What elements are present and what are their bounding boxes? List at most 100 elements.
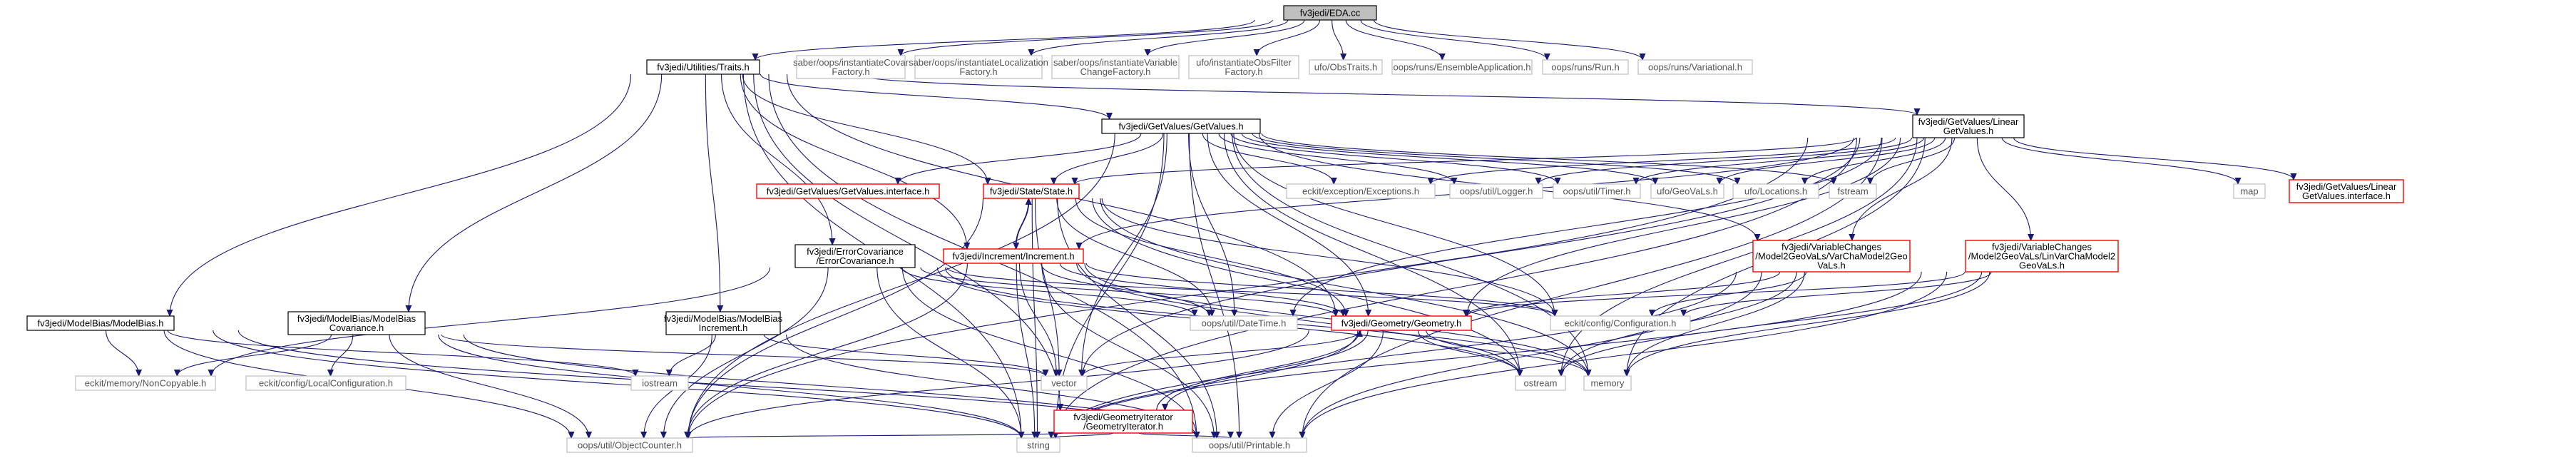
- node-printable[interactable]: oops/util/Printable.h: [1192, 437, 1307, 453]
- node-state[interactable]: fv3jedi/State/State.h: [983, 183, 1080, 199]
- node-label: GetValues.h: [1943, 126, 1994, 136]
- node-layer: fv3jedi/EDA.cc fv3jedi/Utilities/Traits.h…: [26, 5, 2404, 453]
- node-errorcov[interactable]: fv3jedi/ErrorCovariance/ErrorCovariance.…: [794, 244, 916, 268]
- node-label: /Model2GeoVaLs/LinVarChaModel2: [1968, 251, 2115, 262]
- edge-root-to-traits: [755, 19, 1256, 60]
- node-box: [1101, 118, 1261, 134]
- edge-varcha-to-geometry: [1466, 271, 1781, 316]
- node-getvalues[interactable]: fv3jedi/GetValues/GetValues.h: [1101, 118, 1261, 134]
- edge-linvarcha-to-printable: [1302, 271, 1948, 438]
- node-loc_factory[interactable]: saber/oops/instantiateLocalizationFactor…: [909, 55, 1048, 79]
- edge-getvalues-to-objectcounter: [688, 133, 1115, 438]
- node-noncopyable[interactable]: eckit/memory/NonCopyable.h: [75, 375, 216, 391]
- edge-errorcov-to-noncopyable: [211, 267, 771, 376]
- node-datetime[interactable]: oops/util/DateTime.h: [1190, 315, 1298, 331]
- node-configuration[interactable]: eckit/config/Configuration.h: [1550, 315, 1691, 331]
- node-box: [756, 183, 940, 199]
- node-localconfig[interactable]: eckit/config/LocalConfiguration.h: [245, 375, 407, 391]
- edge-layer: [106, 19, 2294, 438]
- edge-lineargetvalues-to-logger: [1538, 137, 1913, 184]
- node-exceptions[interactable]: eckit/exception/Exceptions.h: [1286, 183, 1436, 199]
- node-locations[interactable]: ufo/Locations.h: [1732, 183, 1819, 199]
- node-ostream[interactable]: ostream: [1515, 375, 1566, 391]
- node-label: fstream: [1837, 186, 1868, 197]
- node-label: fv3jedi/GetValues/Linear: [2296, 181, 2397, 192]
- edge-state-to-printable: [1057, 198, 1217, 438]
- edge-traits-to-modelbias: [170, 73, 632, 316]
- node-linvarcha[interactable]: fv3jedi/VariableChanges/Model2GeoVaLs/Li…: [1965, 240, 2119, 273]
- node-varchange_factory[interactable]: saber/oops/instantiateVariableChangeFact…: [1051, 55, 1180, 79]
- edge-getvalues-to-state: [1054, 133, 1164, 184]
- node-memory[interactable]: memory: [1583, 375, 1632, 391]
- node-label: Factory.h: [959, 66, 997, 77]
- edge-lineargetvalues-to-exceptions: [1431, 137, 1896, 184]
- node-fstream[interactable]: fstream: [1829, 183, 1877, 199]
- edge-geometry-to-geoiterator: [1165, 330, 1369, 410]
- node-label: vector: [1051, 378, 1077, 389]
- node-modelbias[interactable]: fv3jedi/ModelBias/ModelBias.h: [26, 315, 175, 331]
- edge-getvalues-to-timer: [1230, 133, 1558, 184]
- node-increment[interactable]: fv3jedi/Increment/Increment.h: [943, 248, 1084, 264]
- node-geovals[interactable]: ufo/GeoVaLs.h: [1650, 183, 1724, 199]
- node-timer[interactable]: oops/util/Timer.h: [1553, 183, 1641, 199]
- node-vector[interactable]: vector: [1041, 375, 1088, 391]
- node-label: /ErrorCovariance.h: [816, 255, 894, 266]
- node-getvalues_interface[interactable]: fv3jedi/GetValues/GetValues.interface.h: [756, 183, 940, 199]
- node-geometry[interactable]: fv3jedi/Geometry/Geometry.h: [1331, 315, 1472, 331]
- edge-modelbias-to-iostream: [167, 330, 635, 376]
- node-string[interactable]: string: [1016, 437, 1060, 453]
- node-label: fv3jedi/VariableChanges: [1782, 242, 1881, 253]
- edge-traits-to-state: [742, 73, 988, 184]
- edge-errorcov-to-geometry: [920, 267, 1336, 316]
- node-varcha[interactable]: fv3jedi/VariableChanges/Model2GeoVaLs/Va…: [1752, 240, 1911, 273]
- node-label: eckit/config/Configuration.h: [1565, 318, 1677, 329]
- node-box: [1192, 437, 1307, 453]
- node-box: [1829, 183, 1877, 199]
- node-run[interactable]: oops/runs/Run.h: [1542, 59, 1629, 75]
- node-label: oops/util/Timer.h: [1563, 186, 1631, 197]
- node-map[interactable]: map: [2233, 183, 2266, 199]
- edge-varcha-to-configuration: [1652, 271, 1807, 316]
- edge-lineargetvalues-to-locations: [1805, 137, 1946, 184]
- edge-root-to-varchange_factory: [1148, 19, 1305, 56]
- node-label: fv3jedi/GetValues/GetValues.h: [1118, 121, 1243, 132]
- edge-state-to-increment: [1016, 198, 1030, 249]
- node-label: fv3jedi/ModelBias/ModelBias: [297, 313, 416, 324]
- node-label: ufo/ObsTraits.h: [1314, 62, 1377, 73]
- node-iostream[interactable]: iostream: [630, 375, 689, 391]
- node-lineargetvalues_interface[interactable]: fv3jedi/GetValues/LinearGetValues.interf…: [2289, 179, 2404, 203]
- node-root[interactable]: fv3jedi/EDA.cc: [1283, 5, 1377, 21]
- edge-lineargetvalues-to-datetime: [1293, 137, 1882, 316]
- edge-geometry-to-ostream: [1417, 330, 1520, 376]
- node-ensemble_app[interactable]: oops/runs/EnsembleApplication.h: [1391, 59, 1533, 75]
- node-traits[interactable]: fv3jedi/Utilities/Traits.h: [646, 59, 760, 75]
- edge-increment-to-vector: [1018, 263, 1057, 376]
- node-geoiterator[interactable]: fv3jedi/GeometryIterator/GeometryIterato…: [1053, 410, 1193, 434]
- edge-state-to-configuration: [1101, 198, 1555, 316]
- node-label: Increment.h: [699, 322, 748, 333]
- edge-increment-to-ostream: [1076, 263, 1520, 376]
- node-label: saber/oops/instantiateLocalization: [909, 57, 1048, 68]
- node-label: eckit/memory/NonCopyable.h: [85, 378, 207, 389]
- edge-lineargetvalues-to-timer: [1636, 137, 1925, 184]
- node-box: [1283, 5, 1377, 21]
- edge-getvalues-to-memory: [1232, 133, 1588, 376]
- node-label: oops/runs/Run.h: [1551, 62, 1619, 73]
- edge-root-to-obsfilter_factory: [1257, 19, 1321, 56]
- node-obstraits[interactable]: ufo/ObsTraits.h: [1309, 59, 1383, 75]
- edge-getvalues-to-datetime: [1188, 133, 1235, 316]
- edge-linvarcha-to-geometry: [1467, 271, 1966, 316]
- node-label: fv3jedi/ModelBias/ModelBias: [664, 313, 783, 324]
- node-objectcounter[interactable]: oops/util/ObjectCounter.h: [566, 437, 693, 453]
- node-box: [1637, 59, 1753, 75]
- node-variational[interactable]: oops/runs/Variational.h: [1637, 59, 1753, 75]
- node-box: [245, 375, 407, 391]
- edge-linvarcha-to-memory: [1627, 271, 1990, 376]
- edge-linvarcha-to-configuration: [1684, 271, 1992, 316]
- node-logger[interactable]: oops/util/Logger.h: [1449, 183, 1543, 199]
